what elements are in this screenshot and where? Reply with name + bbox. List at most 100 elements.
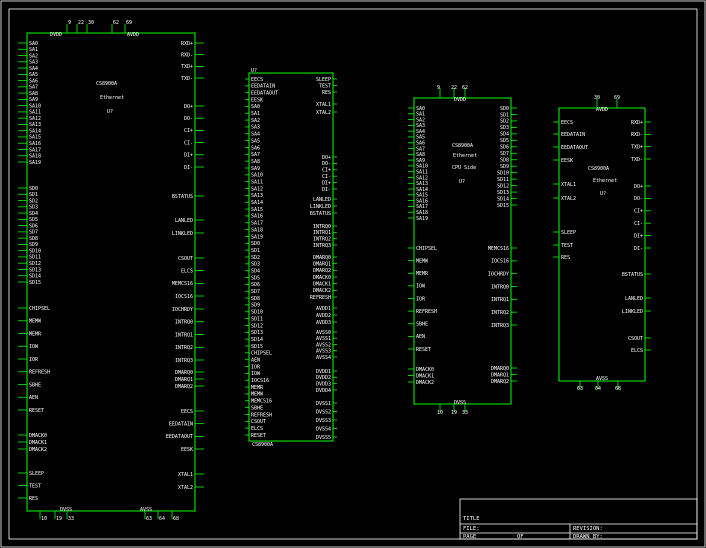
pin-label-sbhe: SBHE xyxy=(416,322,428,328)
pin-label-dmack1: DMACK1 xyxy=(313,281,331,287)
part-u2[interactable]: EECSEEDATAINEEDATAOUTEESKSA0SA1SA2SA3SA4… xyxy=(245,68,337,448)
pin-label-dmack1: DMACK1 xyxy=(29,440,47,446)
pin-label-sa7: SA7 xyxy=(29,85,38,91)
part-u4[interactable]: EECSEEDATAINEEDATAOUTEESKXTAL1XTAL2SLEEP… xyxy=(553,95,651,392)
pin-label-avss3: AVSS3 xyxy=(316,349,331,355)
pin-label-sd15: SD15 xyxy=(29,280,41,286)
pin-label-csout: CSOUT xyxy=(251,419,266,425)
pin-label-sd9: SD9 xyxy=(500,164,509,170)
pin-label-dmarq1: DMARQ1 xyxy=(313,261,331,267)
pin-label-sd5: SD5 xyxy=(251,275,260,281)
pin-label-eecs: EECS xyxy=(251,77,263,83)
pin-label-reset: RESET xyxy=(416,347,431,353)
pin-label-elcs: ELCS xyxy=(251,426,263,432)
pin-label-sleep: SLEEP xyxy=(561,230,576,236)
pin-label-csout: CSOUT xyxy=(628,336,643,342)
pin-label-test: TEST xyxy=(29,483,41,489)
pin-label-intrq1: INTRQ1 xyxy=(313,230,331,236)
part-u1[interactable]: SA0SA1SA2SA3SA4SA5SA6SA7SA8SA9SA10SA11SA… xyxy=(18,20,204,522)
pin-label-rxd: RXD+ xyxy=(631,120,643,126)
part-u3[interactable]: SA0SA1SA2SA3SA4SA5SA6SA7SA8SA9SA10SA11SA… xyxy=(408,85,517,416)
pin-label-eecs: EECS xyxy=(181,409,193,415)
pin-label-sleep: SLEEP xyxy=(316,77,331,83)
pin-label-iow: IOW xyxy=(251,371,261,377)
pin-label-intrq2: INTRQ2 xyxy=(313,236,331,242)
pin-label-di: DI+ xyxy=(634,233,643,239)
pin-label-sd6: SD6 xyxy=(251,282,260,288)
pin-label-sd2: SD2 xyxy=(251,255,260,261)
pin-label-di: DI- xyxy=(322,187,331,193)
pin-label-eedataout: EEDATAOUT xyxy=(561,145,588,151)
pin-label-sd8: SD8 xyxy=(251,296,260,302)
pin-label-dmarq0: DMARQ0 xyxy=(491,366,509,372)
top-pin-number-69: 69 xyxy=(614,95,620,101)
pin-label-intrq0: INTRQ0 xyxy=(175,320,193,326)
top-pin-number-9: 9 xyxy=(437,85,440,91)
pin-label-sa8: SA8 xyxy=(416,152,425,158)
pin-label-ior: IOR xyxy=(29,357,39,363)
pin-label-sd1: SD1 xyxy=(500,112,509,118)
pin-label-txd: TXD- xyxy=(631,157,643,163)
part-description: Ethernet xyxy=(453,153,477,159)
part-value: CS8900A xyxy=(252,442,273,448)
pin-label-sa1: SA1 xyxy=(251,111,260,117)
pin-label-sa9: SA9 xyxy=(416,158,425,164)
part-description: Ethernet xyxy=(100,95,124,101)
pin-label-sd9: SD9 xyxy=(29,242,38,248)
pin-label-sa4: SA4 xyxy=(29,66,38,72)
pin-label-eesk: EESK xyxy=(181,447,193,453)
pin-label-sa18: SA18 xyxy=(251,227,263,233)
pin-label-sd14: SD14 xyxy=(497,196,509,202)
pin-label-dvss4: DVSS4 xyxy=(316,426,331,432)
pin-label-sd7: SD7 xyxy=(29,230,38,236)
pin-label-sa2: SA2 xyxy=(29,53,38,59)
pin-label-elcs: ELCS xyxy=(181,268,193,274)
pin-label-res: RES xyxy=(29,496,38,502)
pin-label-sd14: SD14 xyxy=(29,274,41,280)
part-reference: U? xyxy=(459,179,465,185)
pin-label-memr: MEMR xyxy=(29,331,42,337)
pin-label-linkled: LINKLED xyxy=(622,309,643,315)
pin-label-eedataout: EEDATAOUT xyxy=(251,90,278,96)
pin-label-sd4: SD4 xyxy=(29,211,38,217)
top-pin-number-22: 22 xyxy=(78,20,84,26)
pin-label-aen: AEN xyxy=(29,395,38,401)
pin-label-eedatain: EEDATAIN xyxy=(169,421,193,427)
pin-label-sd6: SD6 xyxy=(500,145,509,151)
pin-label-sa8: SA8 xyxy=(251,159,260,165)
pin-label-dmack0: DMACK0 xyxy=(416,367,434,373)
pin-label-ior: IOR xyxy=(416,296,426,302)
pin-label-sd8: SD8 xyxy=(500,158,509,164)
bottom-pin-number-10: 10 xyxy=(41,516,47,522)
pin-label-dmarq0: DMARQ0 xyxy=(175,370,193,376)
pin-label-chipsel: CHIPSEL xyxy=(416,246,437,252)
pin-label-eedatain: EEDATAIN xyxy=(561,132,585,138)
pin-label-sd14: SD14 xyxy=(251,337,263,343)
pin-label-intrq3: INTRQ3 xyxy=(491,323,509,329)
pin-label-xtal2: XTAL2 xyxy=(178,485,193,491)
part-reference: U? xyxy=(600,191,606,197)
pin-label-sa0: SA0 xyxy=(416,106,425,112)
pin-label-iochrdy: IOCHRDY xyxy=(172,307,193,313)
pin-label-refresh: REFRESH xyxy=(29,370,50,376)
top-pin-number-30: 30 xyxy=(594,95,600,101)
pin-label-sa14: SA14 xyxy=(29,128,41,134)
pin-label-sa8: SA8 xyxy=(29,91,38,97)
pin-label-txd: TXD+ xyxy=(181,64,193,70)
pin-label-dmack2: DMACK2 xyxy=(416,380,434,386)
pin-label-dmack0: DMACK0 xyxy=(29,433,47,439)
pin-label-intrq2: INTRQ2 xyxy=(175,345,193,351)
title-block-revision: REVISION: xyxy=(573,526,603,532)
pin-label-di: DI- xyxy=(634,246,643,252)
pin-label-reset: RESET xyxy=(29,408,44,414)
pin-label-avss2: AVSS2 xyxy=(316,342,331,348)
pin-label-sd3: SD3 xyxy=(29,205,38,211)
pin-label-eecs: EECS xyxy=(561,120,573,126)
title-block-title: TITLE xyxy=(463,516,480,522)
pin-label-sa17: SA17 xyxy=(251,221,263,227)
pin-label-sd9: SD9 xyxy=(251,303,260,309)
pin-label-sa9: SA9 xyxy=(29,97,38,103)
part-reference: U? xyxy=(251,68,257,74)
pin-label-ci: CI- xyxy=(634,221,643,227)
pin-label-sd10: SD10 xyxy=(29,248,41,254)
